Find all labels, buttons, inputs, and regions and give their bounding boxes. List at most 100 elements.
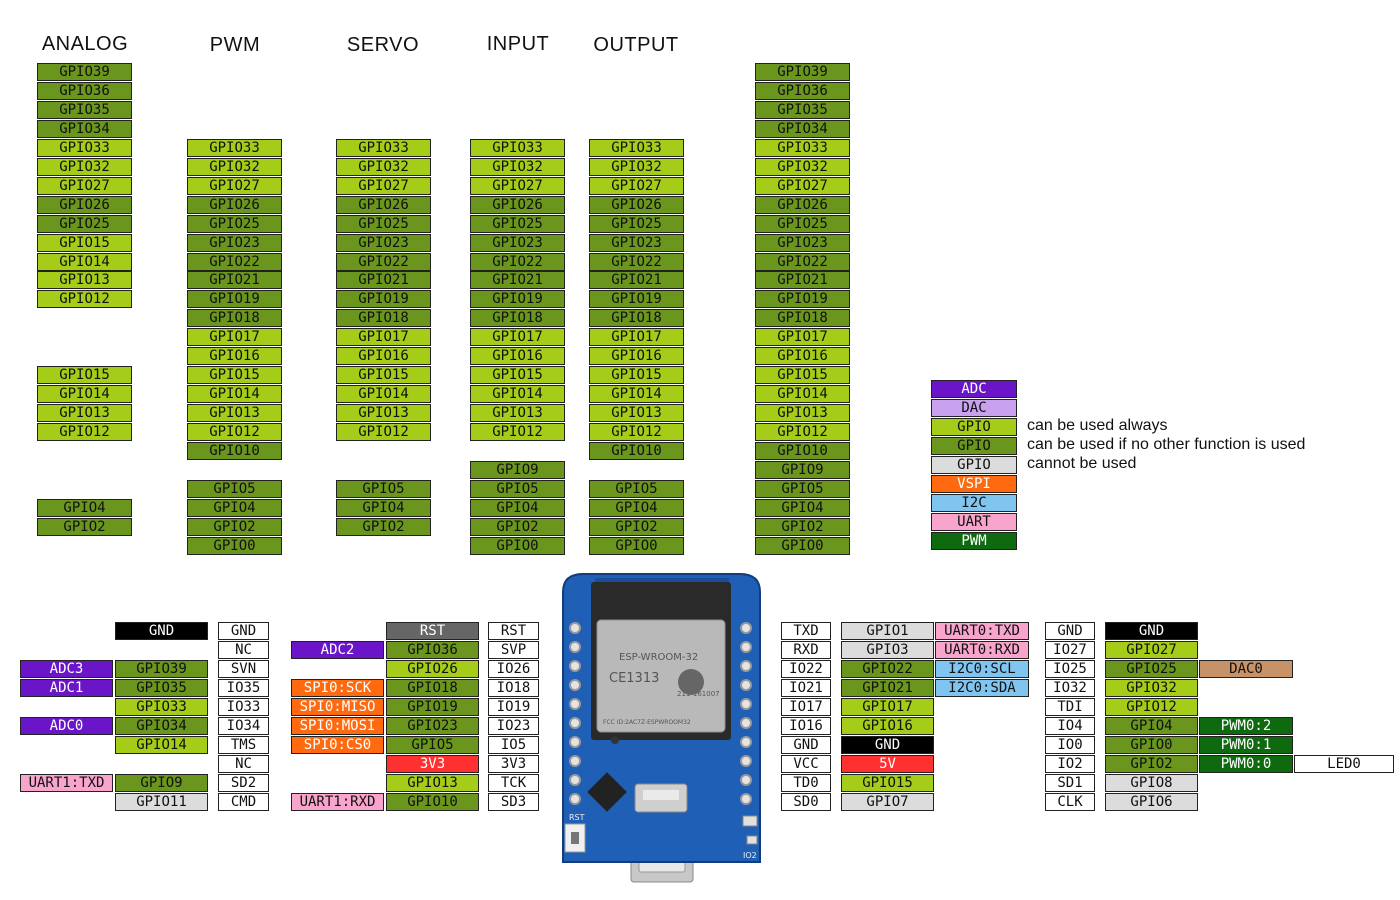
pin-label-outer-right: PWM0:2 bbox=[1199, 717, 1293, 735]
module-name-text: ESP-WROOM-32 bbox=[619, 652, 698, 663]
ce-mark-text: CE1313 bbox=[609, 671, 659, 686]
header-input: INPUT bbox=[486, 33, 550, 55]
gpio-tag-analog: GPIO4 bbox=[37, 499, 132, 517]
gpio-tag-analog: GPIO12 bbox=[37, 290, 132, 308]
gpio-tag-output: GPIO5 bbox=[589, 480, 684, 498]
gpio-tag-input: GPIO27 bbox=[470, 177, 565, 195]
gpio-tag-input: GPIO4 bbox=[470, 499, 565, 517]
pin-label-inner-left: IO23 bbox=[488, 717, 539, 735]
gpio-tag-input: GPIO17 bbox=[470, 328, 565, 346]
header-pin bbox=[569, 679, 581, 691]
pin-label-inner-left: SVP bbox=[488, 641, 539, 659]
header-pin bbox=[569, 774, 581, 786]
pin-label-outer-right: IO0 bbox=[1045, 736, 1095, 754]
gpio-tag-output: GPIO13 bbox=[589, 404, 684, 422]
header-pin bbox=[740, 679, 752, 691]
pin-label-outer-left: ADC1 bbox=[20, 679, 113, 697]
gpio-tag-pwm: GPIO27 bbox=[187, 177, 282, 195]
pin-label-inner-left: SPI0:MISO bbox=[291, 698, 384, 716]
pin-label-outer-left: GPIO11 bbox=[115, 793, 208, 811]
gpio-tag-output: GPIO0 bbox=[589, 537, 684, 555]
pin-label-outer-right: DAC0 bbox=[1199, 660, 1293, 678]
header-pin bbox=[740, 717, 752, 729]
gpio-tag-servo: GPIO16 bbox=[336, 347, 431, 365]
pin-label-inner-right: GPIO1 bbox=[841, 622, 934, 640]
pin-label-inner-left: GPIO19 bbox=[386, 698, 479, 716]
pin-label-inner-right: GPIO17 bbox=[841, 698, 934, 716]
gpio-tag-analog: GPIO36 bbox=[37, 82, 132, 100]
pin-label-inner-left: IO26 bbox=[488, 660, 539, 678]
gpio-tag-all: GPIO26 bbox=[755, 196, 850, 214]
pin-label-inner-right: IO16 bbox=[781, 717, 831, 735]
header-pin bbox=[569, 698, 581, 710]
gpio-tag-input: GPIO32 bbox=[470, 158, 565, 176]
header-output: OUTPUT bbox=[593, 34, 679, 56]
gpio-tag-analog: GPIO12 bbox=[37, 423, 132, 441]
pin-label-outer-left: GPIO9 bbox=[115, 774, 208, 792]
gpio-tag-pwm: GPIO2 bbox=[187, 518, 282, 536]
gpio-tag-input: GPIO9 bbox=[470, 461, 565, 479]
gpio-tag-pwm: GPIO19 bbox=[187, 290, 282, 308]
pin-label-inner-right: GPIO22 bbox=[841, 660, 934, 678]
pin-label-inner-left: GPIO26 bbox=[386, 660, 479, 678]
header-pin bbox=[569, 641, 581, 653]
header-servo: SERVO bbox=[346, 34, 420, 56]
pin-label-inner-right: UART0:RXD bbox=[935, 641, 1029, 659]
gpio-tag-output: GPIO10 bbox=[589, 442, 684, 460]
gpio-tag-output: GPIO12 bbox=[589, 423, 684, 441]
gpio-tag-all: GPIO9 bbox=[755, 461, 850, 479]
gpio-tag-pwm: GPIO0 bbox=[187, 537, 282, 555]
pin-label-inner-left: SPI0:CS0 bbox=[291, 736, 384, 754]
gpio-tag-servo: GPIO23 bbox=[336, 234, 431, 252]
io2-silk-label: IO2 bbox=[743, 851, 757, 860]
pin-label-inner-left: UART1:RXD bbox=[291, 793, 384, 811]
pin-label-outer-left: GPIO35 bbox=[115, 679, 208, 697]
legend-desc-unusable: cannot be used bbox=[1027, 455, 1137, 472]
pin-label-outer-left: TMS bbox=[218, 736, 269, 754]
gpio-tag-analog: GPIO35 bbox=[37, 101, 132, 119]
gpio-tag-all: GPIO16 bbox=[755, 347, 850, 365]
gpio-tag-all: GPIO36 bbox=[755, 82, 850, 100]
pin-label-inner-right: IO17 bbox=[781, 698, 831, 716]
gpio-tag-pwm: GPIO18 bbox=[187, 309, 282, 327]
pin-label-inner-right: GND bbox=[781, 736, 831, 754]
gpio-tag-output: GPIO4 bbox=[589, 499, 684, 517]
gpio-tag-output: GPIO21 bbox=[589, 271, 684, 289]
pin-label-outer-right: SD1 bbox=[1045, 774, 1095, 792]
gpio-tag-servo: GPIO25 bbox=[336, 215, 431, 233]
gpio-tag-analog: GPIO14 bbox=[37, 385, 132, 403]
gpio-tag-output: GPIO15 bbox=[589, 366, 684, 384]
gpio-tag-pwm: GPIO26 bbox=[187, 196, 282, 214]
gpio-tag-servo: GPIO19 bbox=[336, 290, 431, 308]
gpio-tag-input: GPIO23 bbox=[470, 234, 565, 252]
header-pin bbox=[740, 736, 752, 748]
gpio-tag-pwm: GPIO15 bbox=[187, 366, 282, 384]
gpio-tag-output: GPIO2 bbox=[589, 518, 684, 536]
gpio-tag-output: GPIO27 bbox=[589, 177, 684, 195]
gpio-tag-all: GPIO21 bbox=[755, 271, 850, 289]
gpio-tag-servo: GPIO13 bbox=[336, 404, 431, 422]
gpio-tag-analog: GPIO27 bbox=[37, 177, 132, 195]
gpio-tag-analog: GPIO25 bbox=[37, 215, 132, 233]
gpio-tag-output: GPIO26 bbox=[589, 196, 684, 214]
gpio-tag-pwm: GPIO21 bbox=[187, 271, 282, 289]
gpio-tag-input: GPIO12 bbox=[470, 423, 565, 441]
gpio-tag-analog: GPIO33 bbox=[37, 139, 132, 157]
pin-label-outer-left: NC bbox=[218, 755, 269, 773]
pin-label-inner-left: 3V3 bbox=[488, 755, 539, 773]
gpio-tag-output: GPIO14 bbox=[589, 385, 684, 403]
pin-label-inner-right: GPIO3 bbox=[841, 641, 934, 659]
pin-label-outer-right: CLK bbox=[1045, 793, 1095, 811]
header-pin bbox=[569, 793, 581, 805]
pin-label-outer-left: IO34 bbox=[218, 717, 269, 735]
cert-id-text: 211-161007 bbox=[677, 690, 720, 698]
gpio-tag-servo: GPIO21 bbox=[336, 271, 431, 289]
gpio-tag-servo: GPIO27 bbox=[336, 177, 431, 195]
legend-swatch-uart: UART bbox=[931, 513, 1017, 531]
pin-label-inner-left: IO5 bbox=[488, 736, 539, 754]
gpio-tag-servo: GPIO17 bbox=[336, 328, 431, 346]
header-pin bbox=[740, 660, 752, 672]
pin-label-inner-right: VCC bbox=[781, 755, 831, 773]
rst-silk-label: RST bbox=[569, 813, 585, 822]
gpio-tag-all: GPIO12 bbox=[755, 423, 850, 441]
